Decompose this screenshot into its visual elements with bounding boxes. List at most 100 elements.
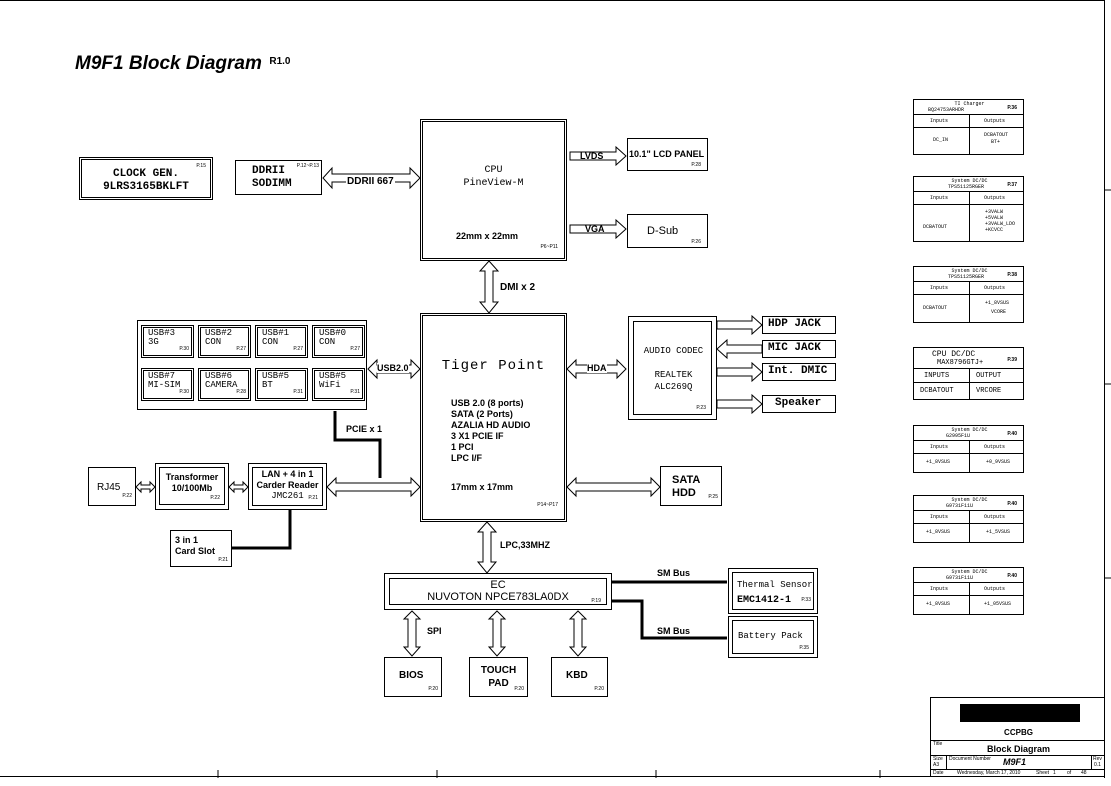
audio-codec-block: AUDIO CODEC REALTEK ALC269Q P.23 xyxy=(628,316,717,420)
power-table: System DC/DC G9731F11U P.40 Inputs Outpu… xyxy=(913,567,1024,615)
cpu-size: 22mm x 22mm xyxy=(456,231,519,241)
date-label: Date xyxy=(933,770,944,776)
title-label: Title xyxy=(933,741,943,747)
dsub-label: D-Sub xyxy=(647,225,679,237)
clock-line2: 9LRS3165BKLFT xyxy=(103,181,189,193)
usb-bus-label: USB2.0 xyxy=(377,363,409,373)
clock-page: P.15 xyxy=(196,163,206,169)
cardslot-line2: Card Slot xyxy=(175,546,216,556)
touchpad-block: TOUCH PAD P.20 xyxy=(469,657,528,697)
dmic-arrow xyxy=(716,361,763,383)
page-title: M9F1 Block Diagram R1.0 xyxy=(75,53,290,75)
company-logo-bar xyxy=(960,704,1080,722)
power-table: System DC/DC G9731F11U P.40 Inputs Outpu… xyxy=(913,495,1024,543)
power-table: System DC/DC TPS51125RGER P.37 Inputs Ou… xyxy=(913,176,1024,242)
ec-line2: NUVOTON NPCE783LA0DX xyxy=(427,591,569,603)
pch-block: Tiger Point USB 2.0 (8 ports) SATA (2 Po… xyxy=(420,313,567,522)
sata-line1: SATA xyxy=(672,474,701,486)
sata-hdd-block: SATA HDD P.25 xyxy=(660,466,722,506)
thermal-page: P.33 xyxy=(801,597,811,603)
pch-feature: LPC I/F xyxy=(451,453,482,463)
pcie-wire xyxy=(333,411,382,478)
cpu-page: P6~P11 xyxy=(540,244,558,250)
frame-top xyxy=(0,0,1105,2)
title-main: M9F1 Block Diagram xyxy=(75,53,262,74)
smbus-wire-2 xyxy=(612,599,727,640)
sheet-label: Sheet xyxy=(1036,770,1050,776)
touchpad-line1: TOUCH xyxy=(480,665,517,676)
usb-port-group xyxy=(137,320,367,410)
sheet-total: 48 xyxy=(1081,770,1087,776)
cpu-line1: CPU xyxy=(484,165,503,176)
ddr-page: P.12~P.13 xyxy=(296,163,319,169)
cardslot-page: P.21 xyxy=(218,557,228,563)
cardslot-wire xyxy=(232,510,292,550)
lan-block: LAN + 4 in 1 Carder Reader JMC261 P.21 xyxy=(248,463,327,510)
transformer-line2: 10/100Mb xyxy=(171,483,213,493)
audio-line2: REALTEK xyxy=(654,370,693,380)
battery-page: P.35 xyxy=(799,645,809,651)
ddr-sodimm-block: DDRII SODIMM P.12~P.13 xyxy=(235,160,322,195)
lan-page: P.21 xyxy=(308,495,318,501)
audio-line3: ALC269Q xyxy=(654,382,693,392)
bios-block: BIOS P.20 xyxy=(384,657,442,697)
rj45-arrow xyxy=(135,480,156,494)
mic-arrow xyxy=(716,338,763,360)
lcd-page: P.28 xyxy=(691,162,701,168)
dmi-label: DMI x 2 xyxy=(500,282,536,293)
frame-right xyxy=(1104,0,1105,778)
xfmr-arrow xyxy=(228,480,249,494)
lan-line2: Carder Reader xyxy=(256,480,319,490)
lan-line1: LAN + 4 in 1 xyxy=(261,469,314,479)
ec-block: EC NUVOTON NPCE783LA0DX P.19 xyxy=(384,573,612,610)
dsub-page: P.26 xyxy=(691,239,701,245)
lvds-label: LVDS xyxy=(580,151,604,161)
sata-line2: HDD xyxy=(672,487,696,499)
lpc-label: LPC,33MHZ xyxy=(500,540,551,550)
transformer-page: P.22 xyxy=(210,495,220,501)
vga-arrow xyxy=(569,218,627,240)
dsub-block: D-Sub P.26 xyxy=(627,214,708,248)
ddr-line1: DDRII xyxy=(252,165,286,177)
rj45-page: P.22 xyxy=(122,493,132,499)
doc-value: M9F1 xyxy=(1003,757,1027,767)
rev-value: 0.1 xyxy=(1094,762,1101,768)
cardslot-line1: 3 in 1 xyxy=(175,535,199,545)
pcie-label: PCIE x 1 xyxy=(346,424,383,434)
bios-label: BIOS xyxy=(399,670,424,681)
int-dmic: Int. DMIC xyxy=(762,363,836,381)
battery-label: Battery Pack xyxy=(738,631,803,641)
ec-page: P.19 xyxy=(591,598,601,604)
size-value: A3 xyxy=(933,762,940,768)
sheet-of: of xyxy=(1067,770,1072,776)
lvds-arrow xyxy=(569,145,627,167)
audio-page: P.23 xyxy=(696,405,706,411)
battery-pack-block: Battery Pack P.35 xyxy=(728,616,818,658)
pch-feature: 3 X1 PCIE IF xyxy=(451,431,504,441)
sheet-value: 1 xyxy=(1053,770,1056,776)
pch-feature-list: USB 2.0 (8 ports) SATA (2 Ports) AZALIA … xyxy=(451,398,530,464)
smbus-label-2: SM Bus xyxy=(657,626,691,636)
spi-arrow xyxy=(402,610,422,657)
lcd-panel-block: 10.1" LCD PANEL P.28 xyxy=(627,138,708,171)
company-name: CCPBG xyxy=(1004,728,1033,737)
mic-jack: MIC JACK xyxy=(762,340,836,358)
doc-label: Document Number xyxy=(949,756,991,762)
cpu-line2: PineView-M xyxy=(463,178,524,189)
ddr-bus-label: DDRII 667 xyxy=(346,176,395,187)
lan-line3: JMC261 xyxy=(271,491,304,501)
transformer-line1: Transformer xyxy=(165,472,219,482)
size-label: Size xyxy=(933,756,943,762)
transformer-block: Transformer 10/100Mb P.22 xyxy=(155,463,229,510)
dmi-arrow xyxy=(478,260,500,314)
kbd-arrow xyxy=(568,610,588,657)
